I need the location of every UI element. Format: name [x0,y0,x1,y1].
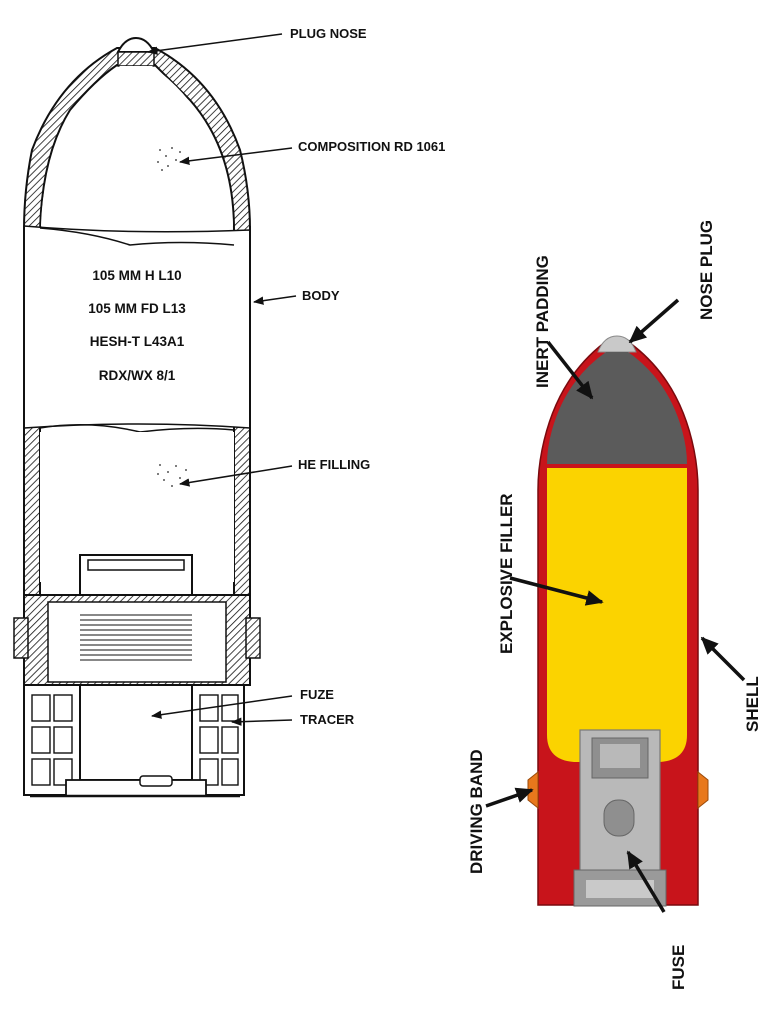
body-marking-1: 105 MM H L10 [92,268,181,283]
label-nose-plug: NOSE PLUG [697,220,716,320]
left-shell-diagram: PLUG NOSE COMPOSITION RD 1061 BODY HE FI… [13,26,445,798]
label-tracer: TRACER [300,712,355,727]
inert-padding-region [547,352,687,464]
left-ogive-wall [23,47,251,601]
label-explosive-filler: EXPLOSIVE FILLER [497,493,516,654]
body-label-band [23,225,251,429]
label-fuse: FUSE [669,945,688,990]
label-inert-padding: INERT PADDING [533,255,552,388]
label-plug-nose: PLUG NOSE [290,26,367,41]
driving-band-right [697,770,709,810]
tracer-cells [31,694,239,786]
label-fuze: FUZE [300,687,334,702]
label-driving-band: DRIVING BAND [467,749,486,874]
right-shell-diagram: INERT PADDING NOSE PLUG EXPLOSIVE FILLER… [467,220,762,990]
composition-fill [41,66,233,226]
composition-stipple [157,147,181,171]
body-marking-3: HESH-T L43A1 [90,334,185,349]
plug-nose [116,36,156,53]
body-marking-2: 105 MM FD L13 [88,301,186,316]
body-marking-4: RDX/WX 8/1 [99,368,176,383]
fuze-body [79,684,193,781]
label-body: BODY [302,288,340,303]
plug-nose-thread [117,51,155,67]
label-he-filling: HE FILLING [298,457,370,472]
label-composition: COMPOSITION RD 1061 [298,139,445,154]
label-shell: SHELL [743,676,762,732]
nose-plug [597,335,637,353]
explosive-filler-region [547,468,687,762]
